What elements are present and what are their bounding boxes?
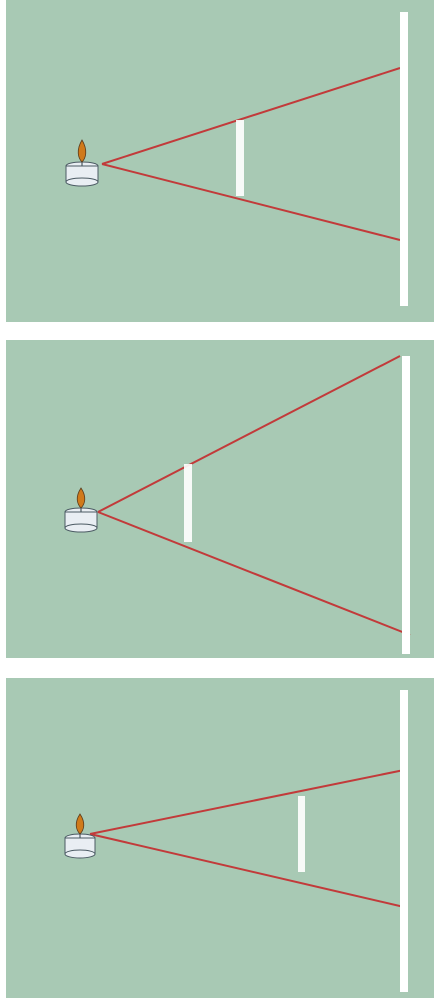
screen (400, 12, 408, 306)
light-ray-upper (102, 68, 400, 164)
light-ray-upper (90, 770, 404, 834)
light-ray-lower (102, 164, 400, 240)
opaque-card (236, 120, 244, 196)
opaque-card (298, 796, 305, 872)
panel-2-drawing (6, 340, 434, 658)
candle-icon (65, 834, 95, 858)
panel-1-drawing (6, 0, 434, 322)
panel-3-drawing (6, 678, 434, 998)
flame-icon (78, 140, 86, 162)
screen (402, 356, 410, 654)
light-ray-lower (90, 834, 404, 907)
opaque-card (184, 464, 192, 542)
diagram-panel-2 (6, 340, 434, 658)
flame-icon (77, 488, 85, 508)
diagram-panel-1 (6, 0, 434, 322)
screen (400, 690, 408, 992)
light-ray-upper (98, 356, 400, 512)
diagram-panel-3 (6, 678, 434, 998)
candle-icon (66, 162, 98, 186)
light-ray-lower (98, 512, 410, 635)
flame-icon (76, 814, 84, 834)
candle-icon (65, 508, 97, 532)
